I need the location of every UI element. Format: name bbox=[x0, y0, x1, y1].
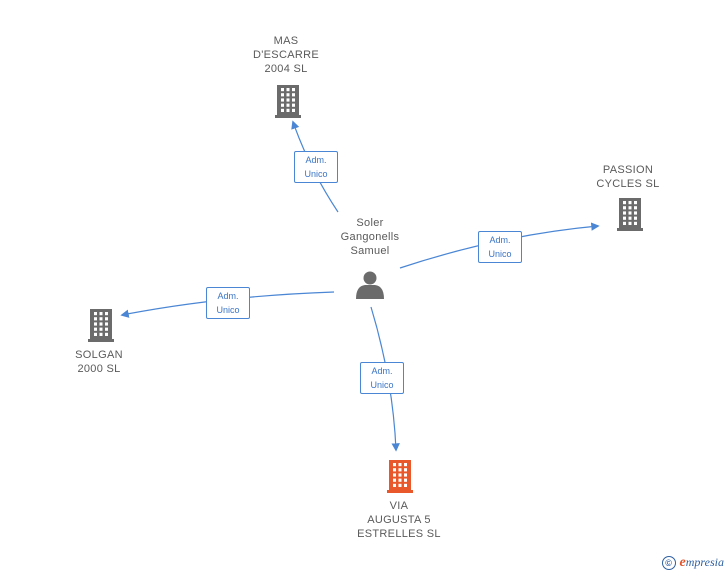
copyright-icon: © bbox=[661, 556, 676, 570]
company-name-passion[interactable]: PASSION CYCLES SL bbox=[596, 164, 660, 190]
company-name-via[interactable]: VIA AUGUSTA 5 ESTRELLES SL bbox=[357, 500, 441, 540]
building-icon-mas[interactable] bbox=[275, 85, 301, 118]
building-icon-solgan[interactable] bbox=[88, 309, 114, 342]
role-badge-via: Adm. Unico bbox=[360, 362, 404, 394]
company-name-mas[interactable]: MAS D'ESCARRE 2004 SL bbox=[253, 35, 319, 75]
company-name-solgan[interactable]: SOLGAN 2000 SL bbox=[75, 349, 123, 375]
role-badge-mas: Adm. Unico bbox=[294, 151, 338, 183]
person-icon[interactable] bbox=[356, 271, 384, 300]
building-icon-passion[interactable] bbox=[617, 198, 643, 231]
role-badge-solgan: Adm. Unico bbox=[206, 287, 250, 319]
role-badge-passion: Adm. Unico bbox=[478, 231, 522, 263]
footer-brand: © empresia bbox=[661, 555, 724, 571]
building-icon-via[interactable] bbox=[387, 460, 413, 493]
brand-logo: empresia bbox=[679, 555, 724, 570]
person-name[interactable]: Soler Gangonells Samuel bbox=[340, 217, 400, 257]
